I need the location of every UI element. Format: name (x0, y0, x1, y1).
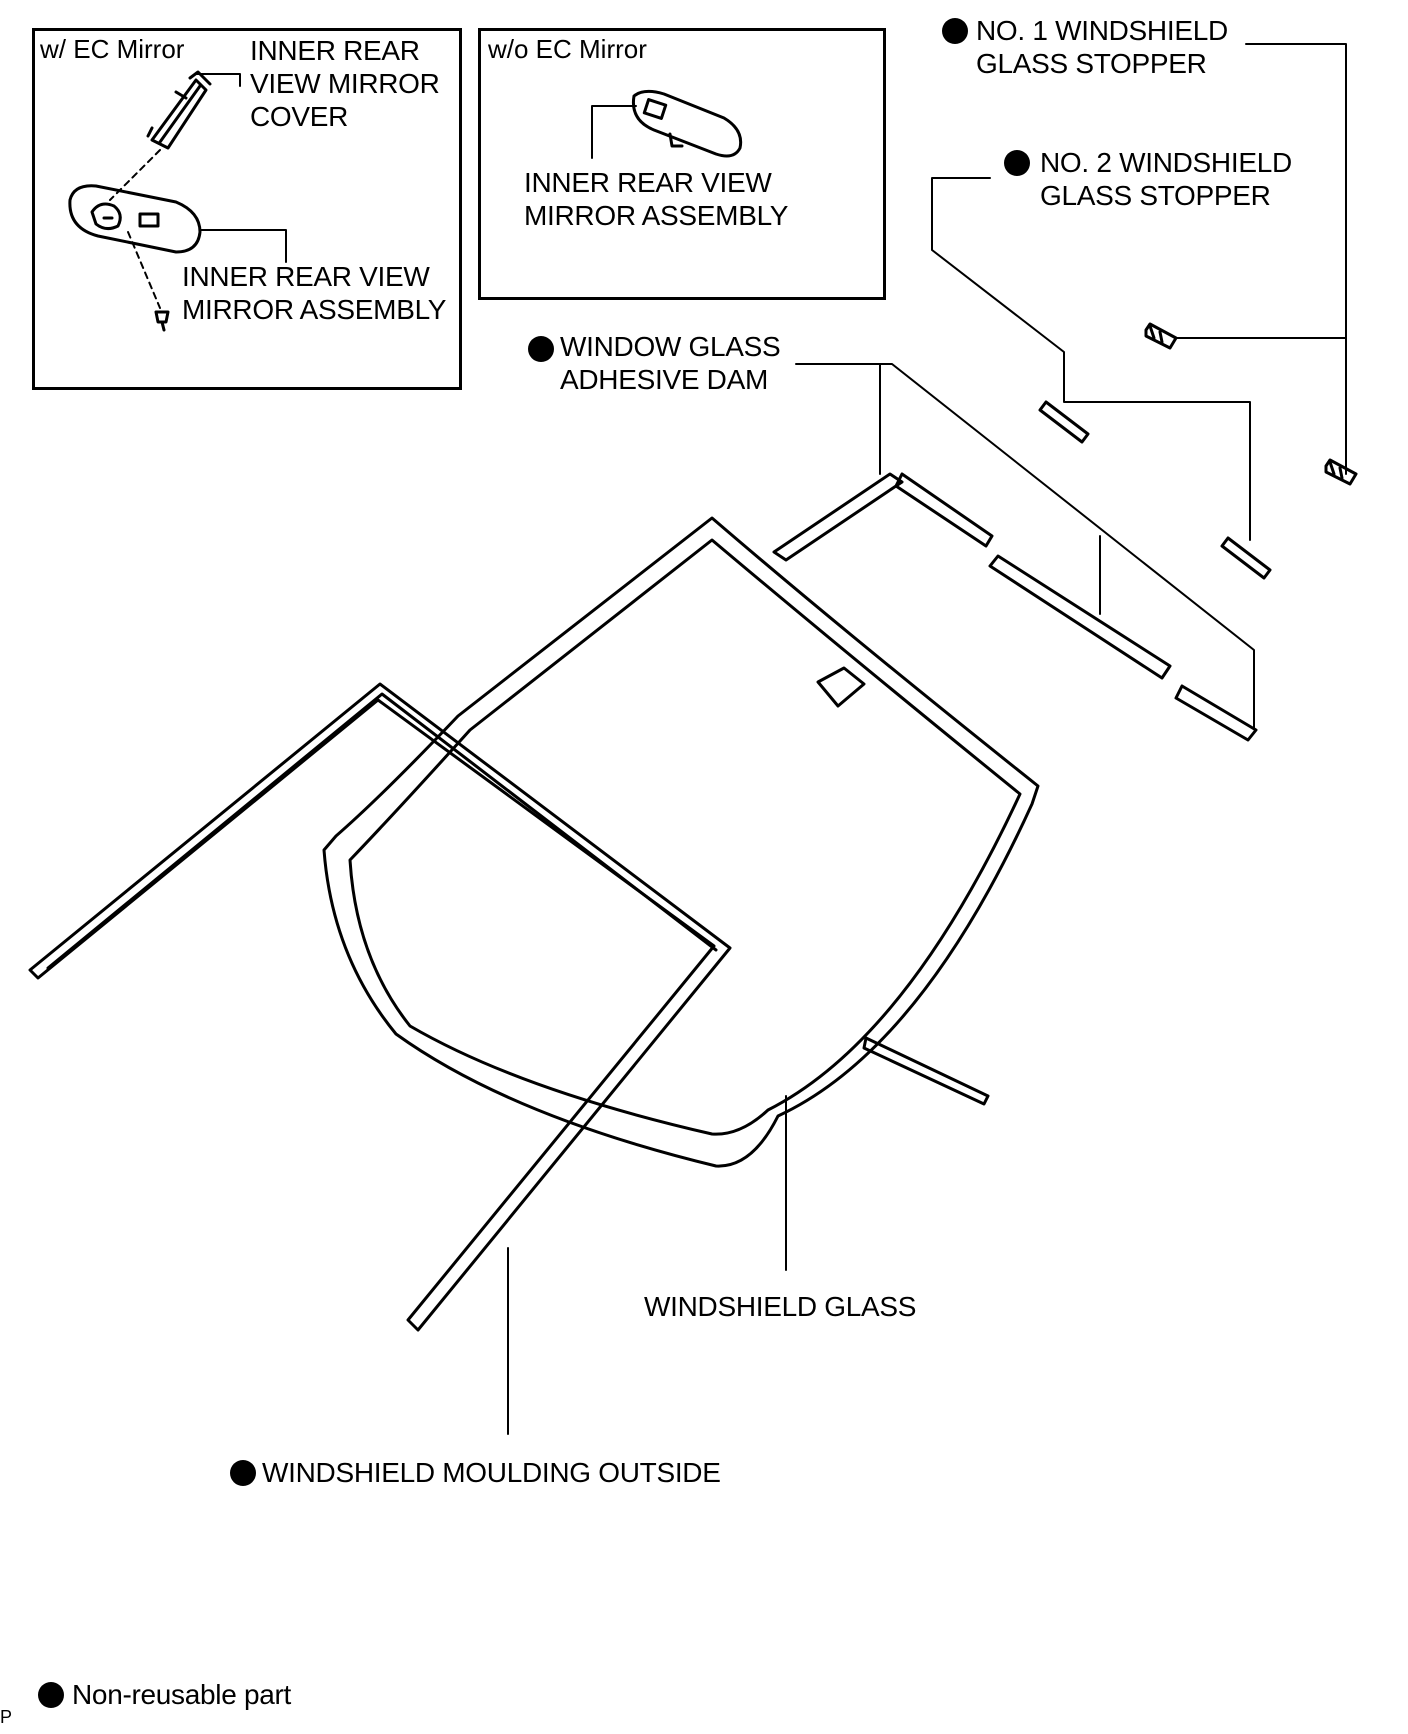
mirror-assembly-label-line-1: INNER REAR VIEW (524, 167, 772, 198)
with-ec-mirror-title: w/ EC Mirror (40, 34, 185, 64)
non-reusable-marker-moulding (230, 1460, 256, 1486)
ec-mirror-assembly-label-line-2: MIRROR ASSEMBLY (182, 294, 447, 325)
ec-mirror-assembly-label: INNER REAR VIEW MIRROR ASSEMBLY (182, 260, 446, 326)
mirror-cover-label: INNER REAR VIEW MIRROR COVER (250, 34, 440, 133)
no1-glass-stopper-part (1144, 322, 1358, 486)
no2-glass-stopper-label-line-1: NO. 2 WINDSHIELD (1040, 147, 1292, 178)
adhesive-dam-label-line-2: ADHESIVE DAM (560, 364, 768, 395)
adhesive-dam-label: WINDOW GLASS ADHESIVE DAM (560, 330, 781, 396)
ec-cover-leader (195, 73, 241, 87)
without-ec-mirror-title: w/o EC Mirror (488, 34, 647, 64)
non-reusable-marker-adhesive-dam (528, 336, 554, 362)
no2-glass-stopper-part (1038, 400, 1272, 580)
mirror-assembly-part (631, 89, 743, 158)
no2-stopper-leader (931, 177, 1251, 541)
mirror-screw-part (154, 310, 170, 332)
windshield-moulding-label: WINDSHIELD MOULDING OUTSIDE (262, 1457, 721, 1488)
mirror-cover-label-line-1: INNER REAR (250, 35, 420, 66)
no1-glass-stopper-label-line-1: NO. 1 WINDSHIELD (976, 15, 1228, 46)
windshield-glass-part (322, 516, 1040, 1168)
windshield-moulding-part (28, 682, 732, 1332)
mirror-cover-label-line-2: VIEW MIRROR (250, 68, 440, 99)
ec-mirror-assembly-part (68, 184, 202, 254)
mirror-cover-part (146, 70, 212, 150)
no2-glass-stopper-label: NO. 2 WINDSHIELD GLASS STOPPER (1040, 146, 1292, 212)
wo-assembly-leader (591, 105, 637, 159)
mirror-assembly-label-line-2: MIRROR ASSEMBLY (524, 200, 789, 231)
without-ec-mirror-box (478, 28, 886, 300)
no1-glass-stopper-label-line-2: GLASS STOPPER (976, 48, 1207, 79)
with-ec-mirror-box (32, 28, 462, 390)
ec-explode-dashes (109, 149, 161, 309)
adhesive-dam-label-line-1: WINDOW GLASS (560, 331, 781, 362)
mirror-assembly-label: INNER REAR VIEW MIRROR ASSEMBLY (524, 166, 788, 232)
no1-glass-stopper-label: NO. 1 WINDSHIELD GLASS STOPPER (976, 14, 1228, 80)
legend-non-reusable-label: Non-reusable part (72, 1679, 292, 1710)
non-reusable-marker-stopper-1 (942, 18, 968, 44)
ec-assembly-leader (199, 229, 287, 263)
non-reusable-marker-stopper-2 (1004, 150, 1030, 176)
legend-non-reusable-marker (38, 1682, 64, 1708)
no1-stopper-leader (1175, 43, 1347, 475)
adhesive-dam-part (772, 472, 1258, 1106)
corner-code: P (0, 1707, 12, 1727)
adhesive-dam-leader (795, 363, 1255, 729)
mirror-cover-label-line-3: COVER (250, 101, 349, 132)
windshield-glass-label: WINDSHIELD GLASS (644, 1291, 917, 1322)
no2-glass-stopper-label-line-2: GLASS STOPPER (1040, 180, 1271, 211)
ec-mirror-assembly-label-line-1: INNER REAR VIEW (182, 261, 430, 292)
